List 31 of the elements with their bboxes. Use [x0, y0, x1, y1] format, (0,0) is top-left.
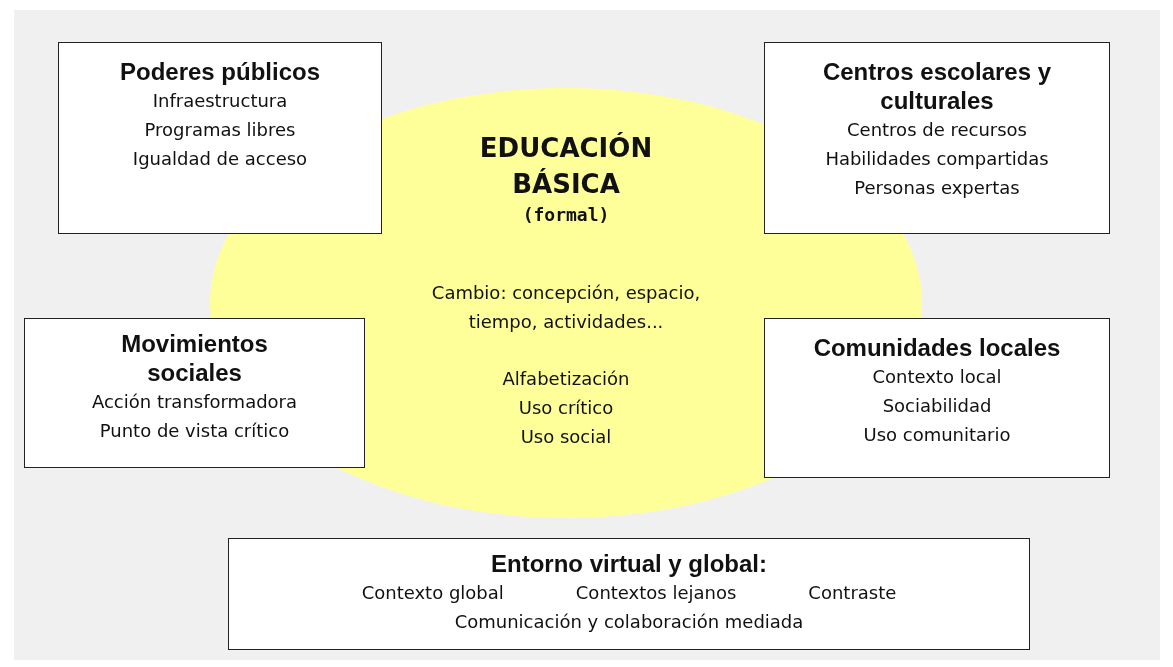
list-item: Uso crítico	[518, 396, 614, 420]
list-item: Contexto local	[872, 365, 1002, 389]
list-item: Programas libres	[144, 118, 296, 142]
list-item: Punto de vista crítico	[99, 419, 290, 443]
list-item: Uso comunitario	[863, 423, 1011, 447]
subheading: (formal)	[522, 203, 610, 227]
list-item: Contraste	[808, 581, 897, 605]
list-item: Comunicación y colaboración mediada	[454, 610, 804, 634]
heading: Centros escolares y culturales	[821, 57, 1053, 115]
list-item: Contexto global	[361, 581, 504, 605]
list-item: Uso social	[520, 425, 612, 449]
list-item: Habilidades compartidas	[825, 147, 1049, 171]
text-box	[58, 42, 382, 234]
list-item: Igualdad de acceso	[132, 147, 308, 171]
list-item: Sociabilidad	[882, 394, 992, 418]
heading: Entorno virtual y global:	[491, 549, 767, 578]
heading: Poderes públicos	[119, 57, 321, 86]
text-box	[764, 318, 1110, 478]
list-item: Centros de recursos	[847, 118, 1027, 142]
list-item: Infraestructura	[152, 89, 288, 113]
text-box	[764, 42, 1110, 234]
heading: EDUCACIÓN BÁSICA	[478, 131, 654, 201]
list-item: Contextos lejanos	[575, 581, 737, 605]
list-item: Personas expertas	[854, 176, 1020, 200]
list-item: Alfabetización	[502, 367, 630, 391]
list-item: Acción transformadora	[91, 390, 298, 414]
text-box	[24, 318, 365, 468]
heading: Movimientos sociales	[120, 329, 269, 387]
text-box	[228, 538, 1030, 650]
heading: Comunidades locales	[813, 333, 1061, 362]
description: Cambio: concepción, espacio, tiempo, actividades...	[430, 281, 702, 334]
